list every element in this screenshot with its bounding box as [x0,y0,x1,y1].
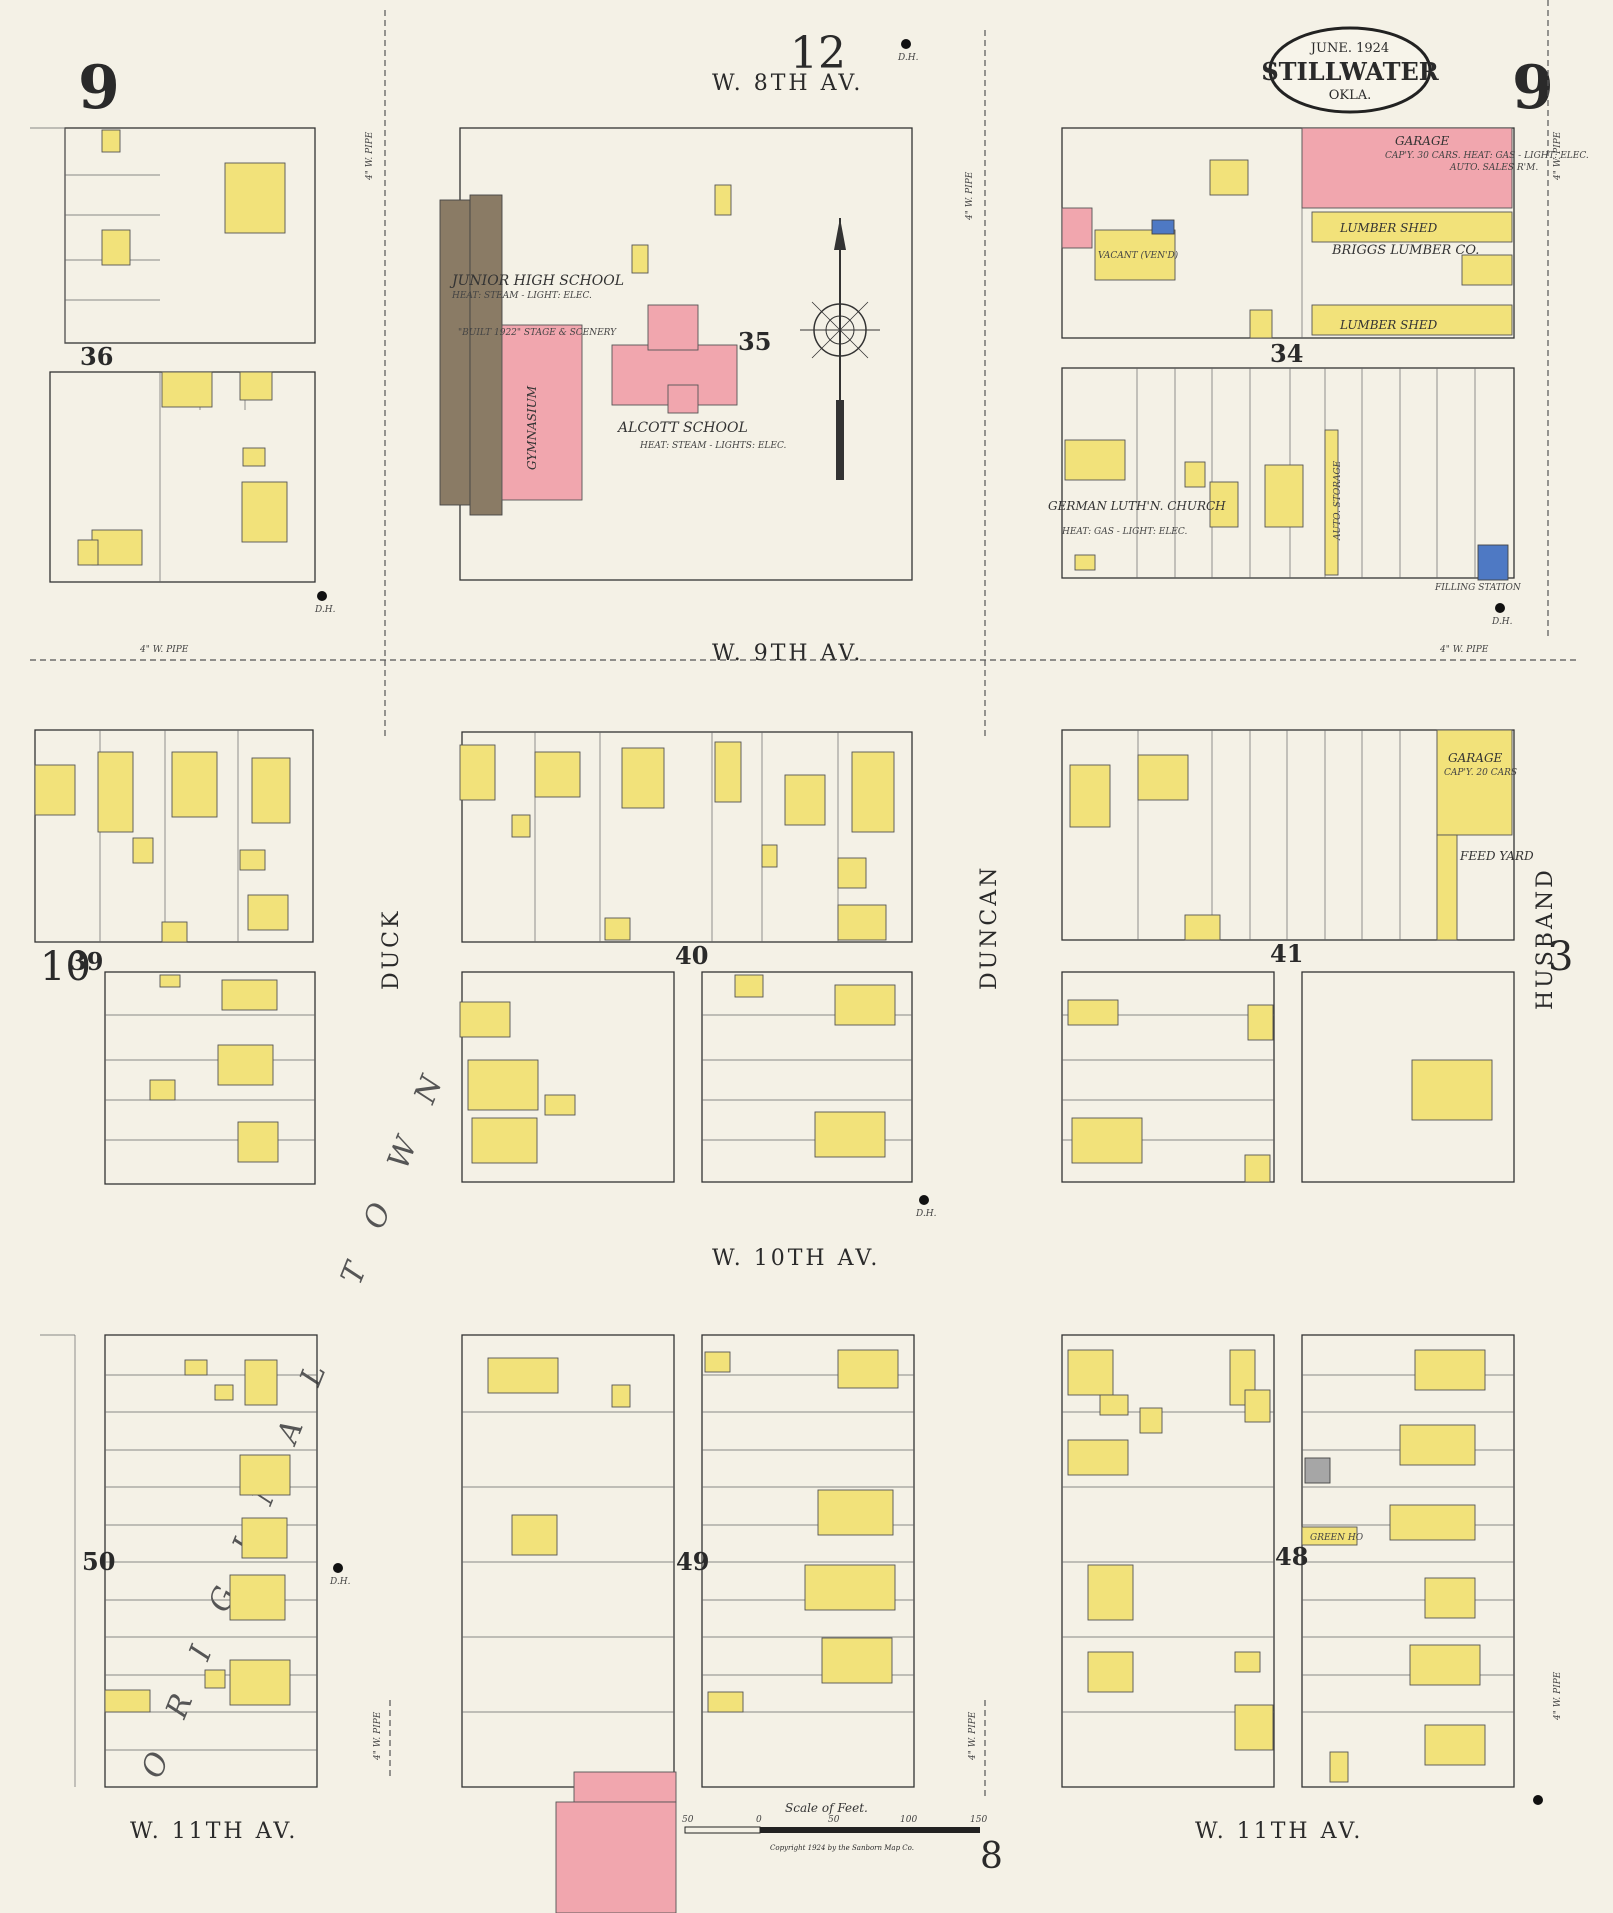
label-lumber-shed-1: LUMBER SHED [1339,221,1438,235]
hydrant-label-5: D.H. [329,1577,351,1587]
label-alcott-school: ALCOTT SCHOOL [616,420,748,436]
block-36 [30,127,316,583]
street-husband: HUSBAND [1533,867,1558,1010]
pipe-label-7: 4" W. PIPE [968,1711,978,1761]
sheet-number-top: 12 [790,28,846,79]
map-city: STILLWATER [1261,57,1439,86]
sheet-number-left: 9 [78,53,120,123]
hydrant-label-2: D.H. [314,605,336,615]
block-39 [34,729,316,1185]
block-number-36: 36 [80,342,113,371]
label-alcott-note: HEAT: STEAM - LIGHTS: ELEC. [639,441,787,451]
sheet-number-right: 9 [1512,53,1554,123]
pipe-label-2: 4" W. PIPE [965,171,975,221]
title-cartouche: JUNE. 1924 STILLWATER OKLA. [1261,26,1440,114]
pipe-label-1: 4" W. PIPE [365,131,375,181]
label-briggs-lumber: BRIGGS LUMBER CO. [1331,243,1479,258]
block-50 [40,1334,318,1788]
block-number-50: 50 [82,1547,115,1576]
block-35 [439,127,913,581]
label-lumber-shed-2: LUMBER SHED [1339,318,1438,332]
block-number-39: 39 [70,947,103,976]
block-number-48: 48 [1275,1542,1308,1571]
map-date: JUNE. 1924 [1309,41,1389,56]
label-garage-mid: GARAGE [1448,751,1503,765]
pipe-label-5: 4" W. PIPE [1553,131,1563,181]
hydrant-label-4: D.H. [915,1209,937,1219]
adjoining-sheet-left: 10 [40,944,91,990]
label-church-note: HEAT: GAS - LIGHT: ELEC. [1061,527,1187,537]
street-w8: W. 8TH AV. [712,71,863,96]
scale-bar: Scale of Feet. 50 0 50 100 150 Copyright… [682,1801,987,1852]
hydrant-label-3: D.H. [1491,617,1513,627]
block-41 [1061,729,1515,1183]
label-filling-station: FILLING STATION [1434,583,1522,593]
block-number-49: 49 [676,1547,709,1576]
label-feed-yard: FEED YARD [1459,849,1534,863]
pipe-label-6: 4" W. PIPE [373,1711,383,1761]
label-garage-top: GARAGE [1395,134,1450,148]
block-34 [1061,127,1515,581]
street-w11-left: W. 11TH AV. [130,1819,298,1844]
label-garage-top-note: CAP'Y. 30 CARS. HEAT: GAS - LIGHT: ELEC. [1385,151,1589,161]
copyright: Copyright 1924 by the Sanborn Map Co. [770,1844,914,1852]
label-vacant: VACANT (VEN'D) [1098,250,1179,261]
label-auto-sales: AUTO. SALES R'M. [1449,163,1538,173]
block-number-34: 34 [1270,339,1303,368]
block-number-41: 41 [1270,939,1303,968]
block-48 [1061,1334,1515,1788]
bottom-brick-building-lower [555,1801,677,1913]
scale-tick-1: 0 [756,1815,762,1825]
label-auto-storage: AUTO. STORAGE [1333,460,1343,541]
pipe-label-8: 4" W. PIPE [1553,1671,1563,1721]
pipe-label-3: 4" W. PIPE [139,645,189,655]
block-number-35: 35 [738,327,771,356]
adjoining-sheet-bottom: 8 [980,1836,1003,1877]
label-gymnasium: GYMNASIUM [525,385,539,470]
label-junior-high: JUNIOR HIGH SCHOOL [449,273,624,289]
label-junior-high-note: HEAT: STEAM - LIGHT: ELEC. [451,291,592,301]
hydrant-markers [317,39,1543,1805]
scale-tick-2: 50 [828,1815,840,1825]
label-german-church: GERMAN LUTH'N. CHURCH [1048,499,1226,513]
street-duck: DUCK [379,909,404,990]
block-number-40: 40 [675,941,708,970]
street-duncan: DUNCAN [977,865,1002,990]
map-state: OKLA. [1329,88,1372,103]
street-w9: W. 9TH AV. [712,641,863,666]
label-built-1922: "BUILT 1922" STAGE & SCENERY [458,328,617,338]
scale-tick-4: 150 [970,1815,987,1825]
label-garage-mid-note: CAP'Y. 20 CARS [1444,768,1517,778]
scale-tick-0: 50 [682,1815,694,1825]
bottom-brick-building [573,1771,677,1803]
street-w11-right: W. 11TH AV. [1195,1819,1363,1844]
block-49 [461,1334,915,1788]
pipe-label-4: 4" W. PIPE [1439,645,1489,655]
north-arrow [800,218,880,480]
hydrant-label-1: D.H. [897,53,919,63]
street-w10: W. 10TH AV. [712,1246,880,1271]
scale-title: Scale of Feet. [785,1801,868,1815]
adjoining-sheet-right: 3 [1548,934,1573,980]
label-green-house: GREEN HO [1310,1533,1364,1543]
scale-tick-3: 100 [900,1815,917,1825]
block-40 [459,731,913,1183]
